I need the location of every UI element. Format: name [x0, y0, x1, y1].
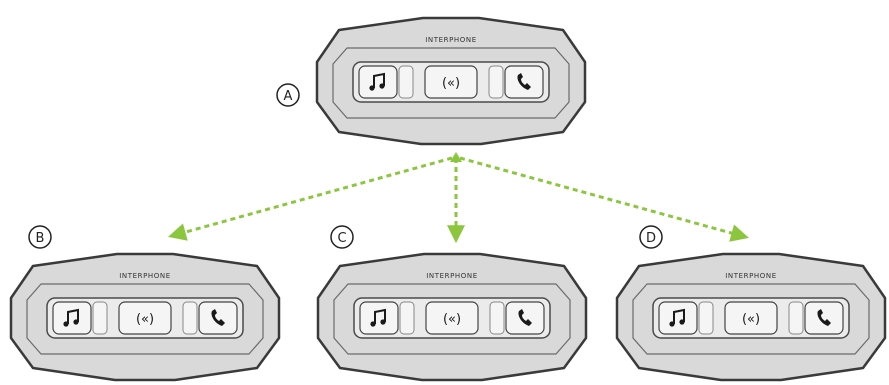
device-b: INTERPHONE («)	[9, 252, 281, 382]
device-d: INTERPHONE («)	[615, 252, 887, 382]
music-icon	[669, 308, 685, 327]
intercom-icon: («)	[742, 312, 760, 327]
connections	[168, 152, 749, 244]
device-a: INTERPHONE («)	[315, 16, 587, 146]
music-icon	[369, 72, 385, 91]
phone-icon	[517, 73, 531, 90]
svg-text:(«): («)	[742, 312, 760, 327]
svg-text:B: B	[36, 231, 45, 246]
label-b: B	[28, 225, 52, 249]
label-d: D	[639, 225, 663, 249]
connector-origin-arrow	[450, 152, 462, 162]
svg-text:(«): («)	[442, 76, 460, 91]
device-b-brand: INTERPHONE	[119, 272, 171, 280]
connector-a-to-b	[168, 156, 453, 241]
label-c: C	[330, 225, 354, 249]
music-icon	[63, 308, 79, 327]
svg-text:D: D	[646, 231, 656, 246]
intercom-icon: («)	[442, 76, 460, 91]
svg-text:(«): («)	[443, 312, 461, 327]
device-d-brand: INTERPHONE	[725, 272, 777, 280]
music-icon	[370, 308, 386, 327]
device-a-brand: INTERPHONE	[425, 36, 477, 44]
intercom-icon: («)	[443, 312, 461, 327]
phone-icon	[817, 309, 831, 326]
svg-text:C: C	[337, 231, 346, 246]
intercom-icon: («)	[136, 312, 154, 327]
phone-icon	[518, 309, 532, 326]
phone-icon	[211, 309, 225, 326]
svg-text:A: A	[284, 89, 293, 104]
label-a: A	[276, 83, 300, 107]
svg-text:(«): («)	[136, 312, 154, 327]
device-c: INTERPHONE («)	[316, 252, 588, 382]
device-c-brand: INTERPHONE	[426, 272, 478, 280]
connector-a-to-d	[459, 156, 749, 242]
